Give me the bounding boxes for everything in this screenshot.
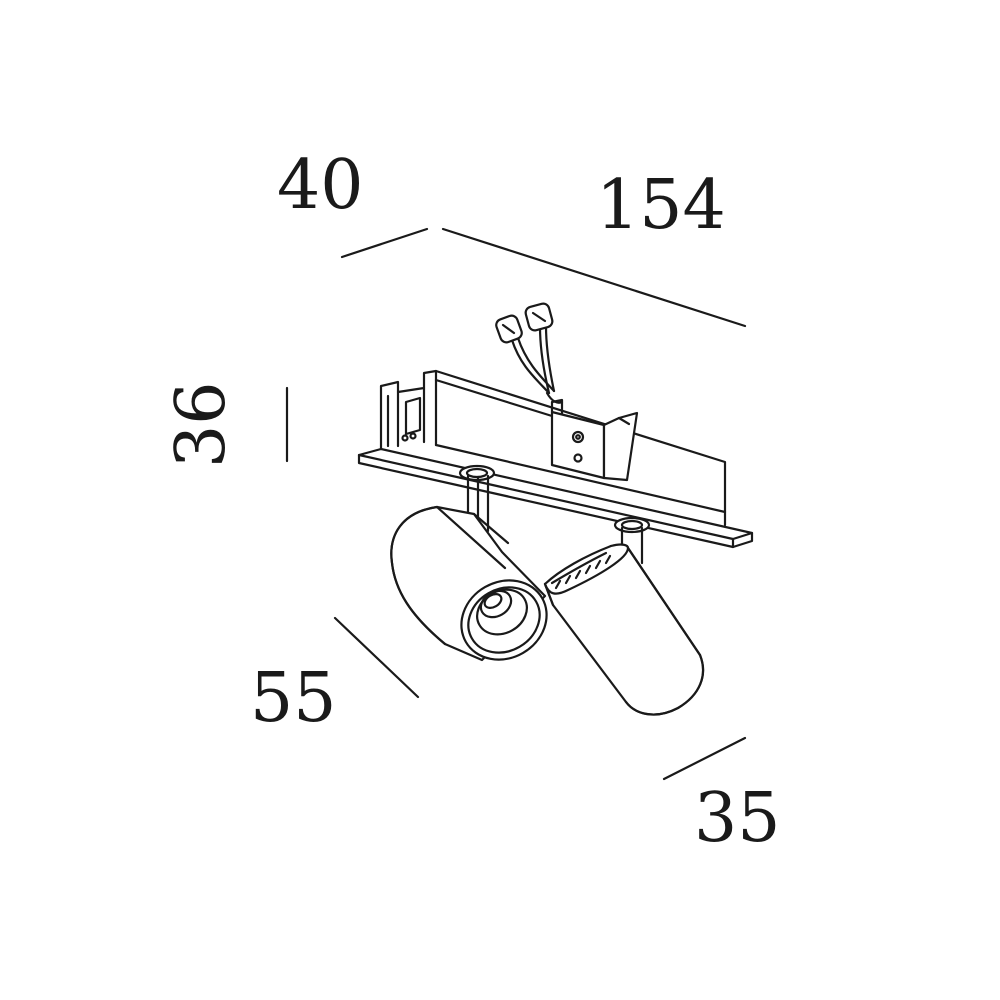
trim-plate bbox=[359, 449, 752, 547]
connector-block bbox=[552, 400, 637, 480]
dim-line-154 bbox=[443, 229, 745, 326]
housing-box bbox=[381, 371, 725, 525]
supply-wires bbox=[495, 302, 562, 402]
dimension-label-40: 40 bbox=[277, 146, 364, 225]
dimension-label-55: 55 bbox=[250, 659, 337, 738]
dim-line-55 bbox=[335, 618, 418, 697]
spotlight-head-right bbox=[545, 545, 703, 715]
dimension-label-35: 35 bbox=[694, 779, 781, 858]
dimension-label-36: 36 bbox=[162, 381, 241, 468]
stem-right bbox=[615, 518, 649, 563]
spotlight-head-left bbox=[391, 507, 561, 675]
dim-line-35 bbox=[664, 738, 745, 779]
dim-line-40 bbox=[342, 229, 427, 257]
dimension-label-154: 154 bbox=[596, 166, 726, 245]
